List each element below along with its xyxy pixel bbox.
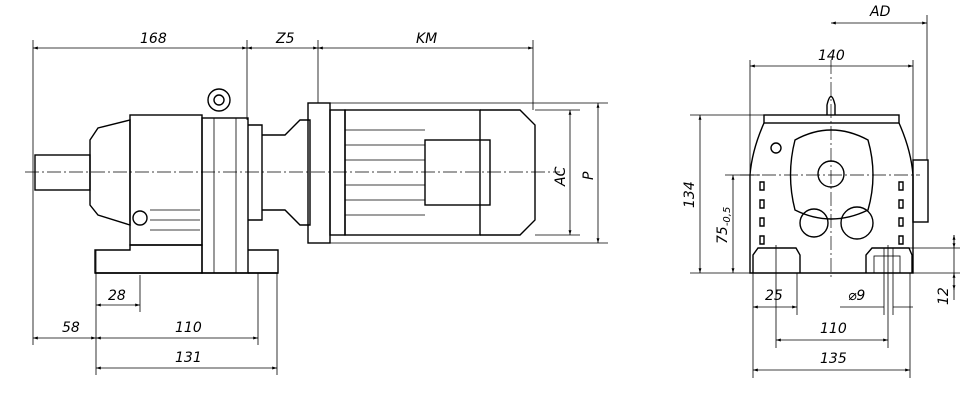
adapter xyxy=(248,119,311,226)
motor-flange xyxy=(307,102,331,244)
dim-131: 131 xyxy=(175,350,202,366)
dim-p: P xyxy=(581,171,597,180)
housing-end xyxy=(749,122,914,274)
end-view xyxy=(740,60,929,280)
motor-body xyxy=(344,109,481,236)
dim-hole-9: ⌀9 xyxy=(848,288,865,304)
dim-58: 58 xyxy=(62,320,80,336)
dim-ad: AD xyxy=(869,4,891,20)
feet-end xyxy=(752,247,913,273)
dim-134: 134 xyxy=(682,181,698,208)
dim-75-value: 75 xyxy=(715,226,731,244)
dim-ac: AC xyxy=(553,166,569,187)
base-foot xyxy=(94,244,279,274)
dim-110: 110 xyxy=(175,320,202,336)
terminal-box-end xyxy=(912,159,929,223)
dim-75-tolerance: -0,5 xyxy=(722,207,733,227)
dim-25: 25 xyxy=(765,288,783,304)
side-view xyxy=(25,88,560,274)
fan-cover xyxy=(480,109,536,236)
gear-cover xyxy=(89,119,131,226)
dim-12: 12 xyxy=(936,287,952,305)
dim-140: 140 xyxy=(818,48,845,64)
shaft-end xyxy=(817,160,845,188)
dim-28: 28 xyxy=(108,288,126,304)
eye-bolt-end xyxy=(826,95,836,115)
dim-110-end: 110 xyxy=(820,321,847,337)
dim-km: KM xyxy=(416,31,437,47)
flange xyxy=(201,117,249,274)
eye-bolt xyxy=(207,88,231,112)
dim-135: 135 xyxy=(820,351,847,367)
dim-75: 75-0,5 xyxy=(715,207,733,244)
output-shaft xyxy=(34,154,91,191)
terminal-box xyxy=(424,139,491,206)
dim-z5: Z5 xyxy=(275,31,295,47)
dim-168: 168 xyxy=(140,31,167,47)
